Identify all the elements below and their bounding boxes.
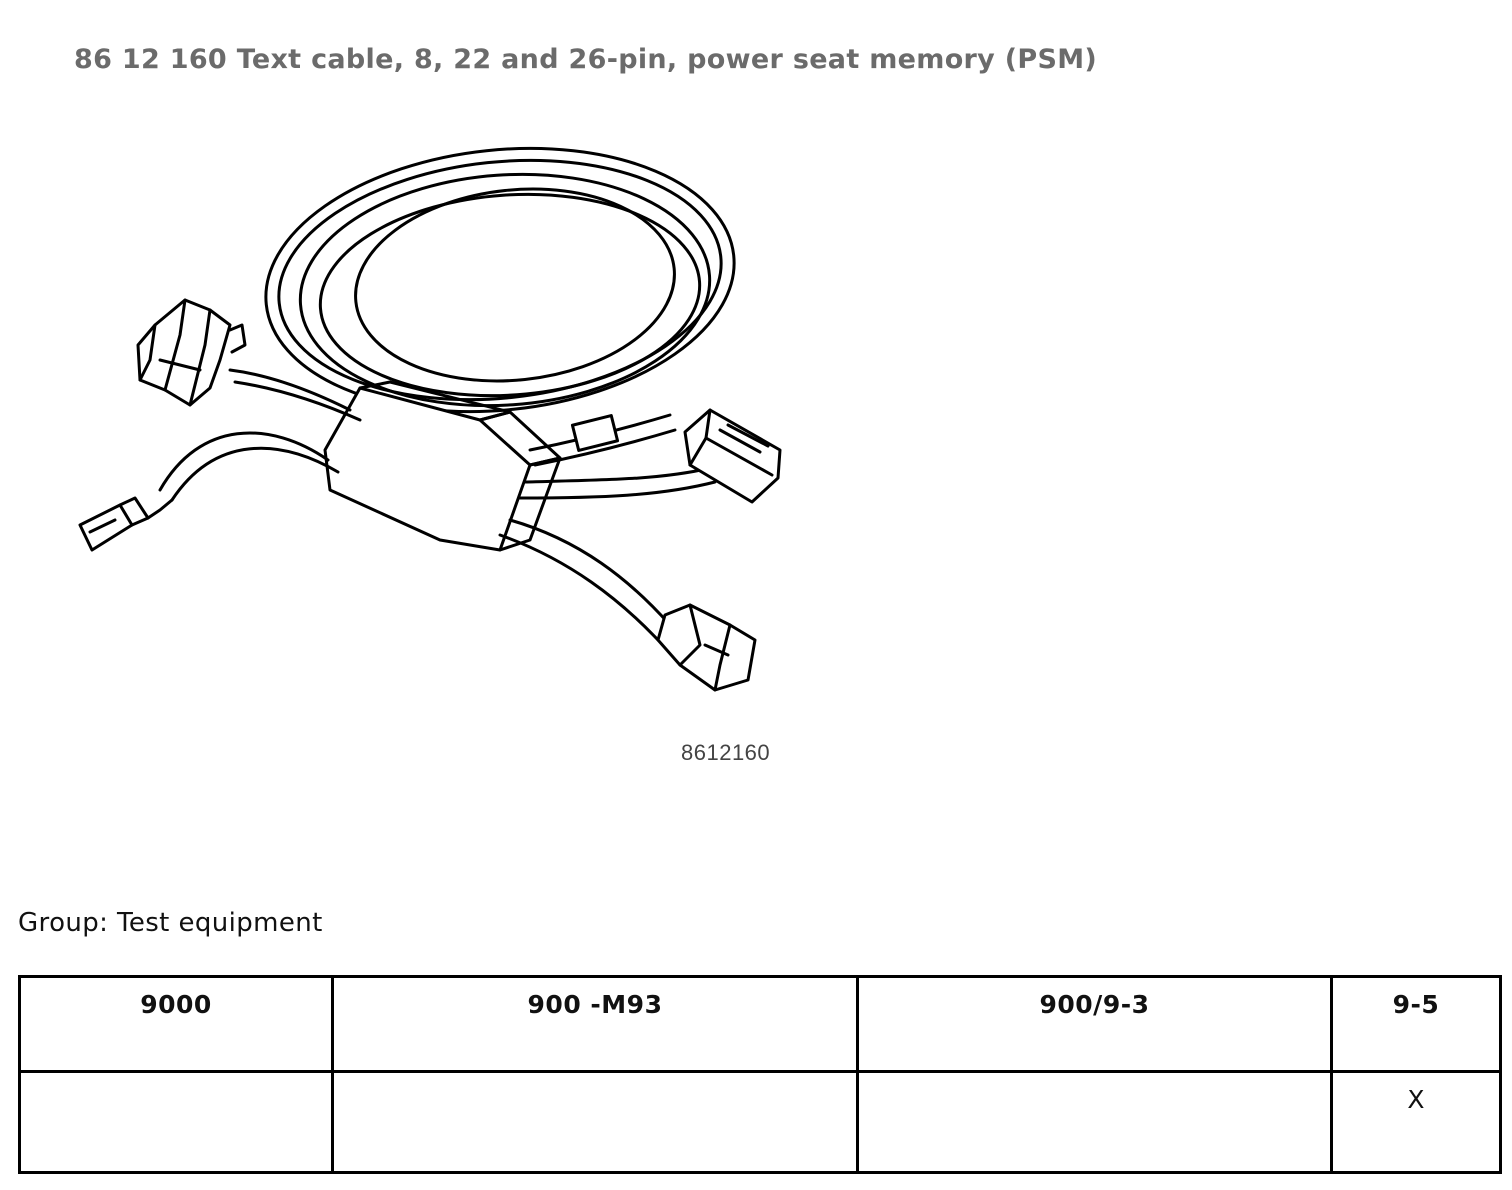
connector-lower bbox=[656, 603, 757, 692]
table-cell: X bbox=[1330, 1070, 1502, 1174]
cable-to-26pin bbox=[228, 368, 352, 412]
cable-to-22pin bbox=[523, 466, 712, 484]
connector-8pin bbox=[78, 496, 174, 552]
page-title: 86 12 160 Text cable, 8, 22 and 26-pin, … bbox=[74, 44, 1098, 75]
group-label: Group: Test equipment bbox=[18, 908, 323, 938]
cable-coil-outer bbox=[264, 146, 736, 414]
connector-26pin bbox=[136, 298, 247, 407]
header-cell: 900 -M93 bbox=[331, 975, 859, 1073]
model-applicability-table: 9000 900 -M93 900/9-3 9-5 X bbox=[18, 975, 1502, 1174]
cable-to-8pin bbox=[158, 431, 330, 492]
header-cell: 900/9-3 bbox=[856, 975, 1333, 1073]
cable-coil-outer-inner bbox=[277, 158, 723, 402]
table-row: X bbox=[18, 1070, 1502, 1174]
cable-coil-inner bbox=[318, 192, 702, 398]
table-cell bbox=[856, 1070, 1333, 1174]
cable-coil-innermost bbox=[354, 187, 676, 383]
table-cell bbox=[331, 1070, 859, 1174]
connector-22pin bbox=[683, 408, 782, 504]
header-cell: 9-5 bbox=[1330, 975, 1502, 1073]
header-cell: 9000 bbox=[18, 975, 334, 1073]
junction-box bbox=[323, 386, 532, 552]
cable-illustration bbox=[60, 120, 820, 720]
table-header-row: 9000 900 -M93 900/9-3 9-5 bbox=[18, 975, 1502, 1073]
cable-to-lower-connector bbox=[508, 518, 672, 627]
table-cell bbox=[18, 1070, 334, 1174]
figure-number: 8612160 bbox=[681, 740, 771, 765]
cable-drawing bbox=[78, 146, 782, 692]
cable-coil-middle bbox=[298, 172, 712, 408]
